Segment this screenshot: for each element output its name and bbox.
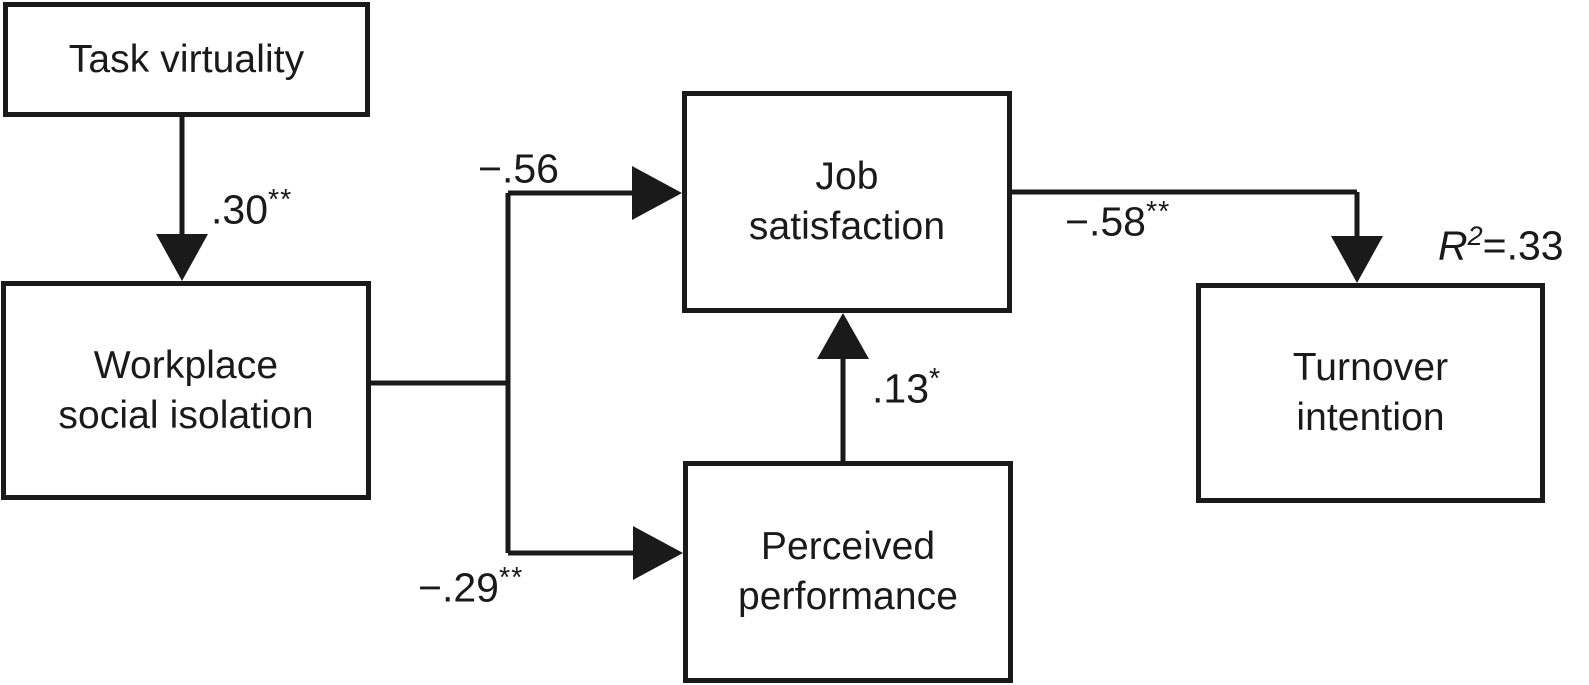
r-squared-variable: R <box>1438 222 1468 269</box>
coefficient-value: −.56 <box>478 145 559 192</box>
significance-asterisks: ** <box>1145 196 1171 228</box>
node-perceived-performance-label: Perceived performance <box>737 525 959 618</box>
r-squared-exponent: 2 <box>1467 221 1483 251</box>
node-task-virtuality[interactable]: Task virtuality <box>3 2 370 117</box>
path-label-job-satisfaction-to-turnover-intention: −.58** <box>1065 196 1170 246</box>
significance-asterisks: * <box>929 363 942 395</box>
node-turnover-intention[interactable]: Turnover intention <box>1196 283 1545 503</box>
coefficient-value: .13 <box>872 365 929 412</box>
path-label-workplace-social-isolation-to-job-satisfaction: −.56 <box>478 143 559 193</box>
node-workplace-social-isolation[interactable]: Workplace social isolation <box>1 281 371 500</box>
r-squared-value: =.33 <box>1482 222 1564 269</box>
r-squared-annotation: R2=.33 <box>1438 221 1564 270</box>
significance-asterisks: ** <box>498 562 524 594</box>
edge-workplace-social-isolation-trunk <box>371 193 511 553</box>
path-label-workplace-social-isolation-to-perceived-performance: −.29** <box>418 562 523 612</box>
coefficient-value: −.58 <box>1065 198 1146 245</box>
edge-perceived-performance-to-job-satisfaction <box>817 313 869 461</box>
node-turnover-intention-label: Turnover intention <box>1292 346 1449 439</box>
node-job-satisfaction[interactable]: Job satisfaction <box>682 91 1012 313</box>
node-task-virtuality-label: Task virtuality <box>68 37 305 81</box>
significance-asterisks: ** <box>268 184 293 216</box>
edge-task-virtuality-to-workplace-social-isolation <box>156 117 208 281</box>
node-job-satisfaction-label: Job satisfaction <box>748 155 946 248</box>
path-label-perceived-performance-to-job-satisfaction: .13* <box>872 363 941 413</box>
path-label-task-virtuality-to-workplace-social-isolation: .30** <box>211 184 292 234</box>
node-workplace-social-isolation-label: Workplace social isolation <box>58 343 314 437</box>
coefficient-value: .30 <box>211 186 268 233</box>
coefficient-value: −.29 <box>418 564 499 611</box>
edge-workplace-social-isolation-to-perceived-performance <box>508 526 683 580</box>
node-perceived-performance[interactable]: Perceived performance <box>683 461 1013 683</box>
